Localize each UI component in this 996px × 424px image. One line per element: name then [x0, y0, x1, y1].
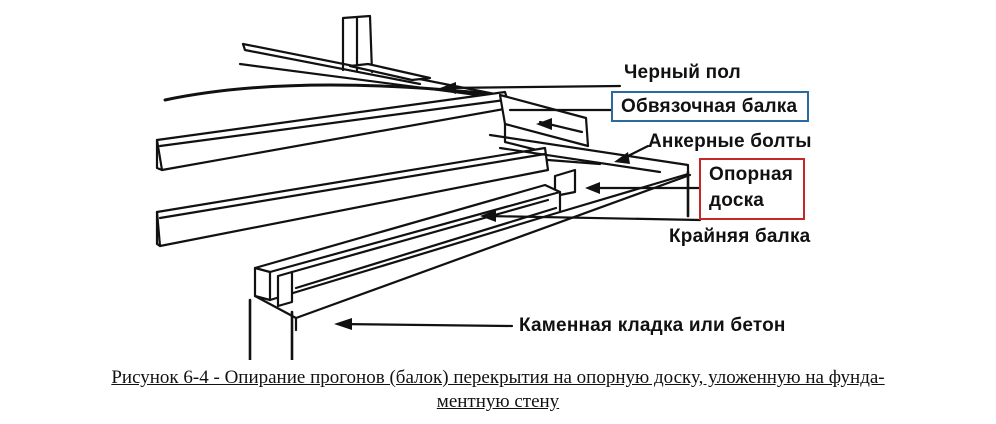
label-sill-plate: Опорная доска	[699, 158, 805, 220]
foundation-wall	[248, 170, 692, 360]
leader-black-floor	[443, 84, 622, 90]
label-edge-joist: Крайняя балка	[669, 226, 811, 247]
label-sill-plate-line1: Опорная	[709, 164, 793, 185]
caption-line2: ментную стену	[436, 391, 560, 412]
leader-lines	[336, 84, 702, 328]
joist-upper	[155, 90, 512, 172]
label-black-floor: Черный пол	[624, 62, 741, 83]
leader-edge-joist	[484, 214, 702, 222]
floor-framing-drawing	[155, 14, 702, 360]
vertical-post	[341, 14, 374, 74]
figure-caption: Рисунок 6-4 - Опирание прогонов (балок) …	[0, 366, 996, 414]
joist-lower	[155, 146, 550, 248]
label-rim-joist: Обвязочная балка	[611, 91, 810, 122]
label-anchor-bolts: Анкерные болты	[648, 131, 812, 152]
leader-masonry	[336, 322, 514, 328]
label-sill-plate-line2: доска	[709, 190, 765, 211]
arrowheads	[334, 82, 630, 330]
label-masonry: Каменная кладка или бетон	[519, 315, 786, 336]
caption-line1: Рисунок 6-4 - Опирание прогонов (балок) …	[111, 367, 885, 388]
